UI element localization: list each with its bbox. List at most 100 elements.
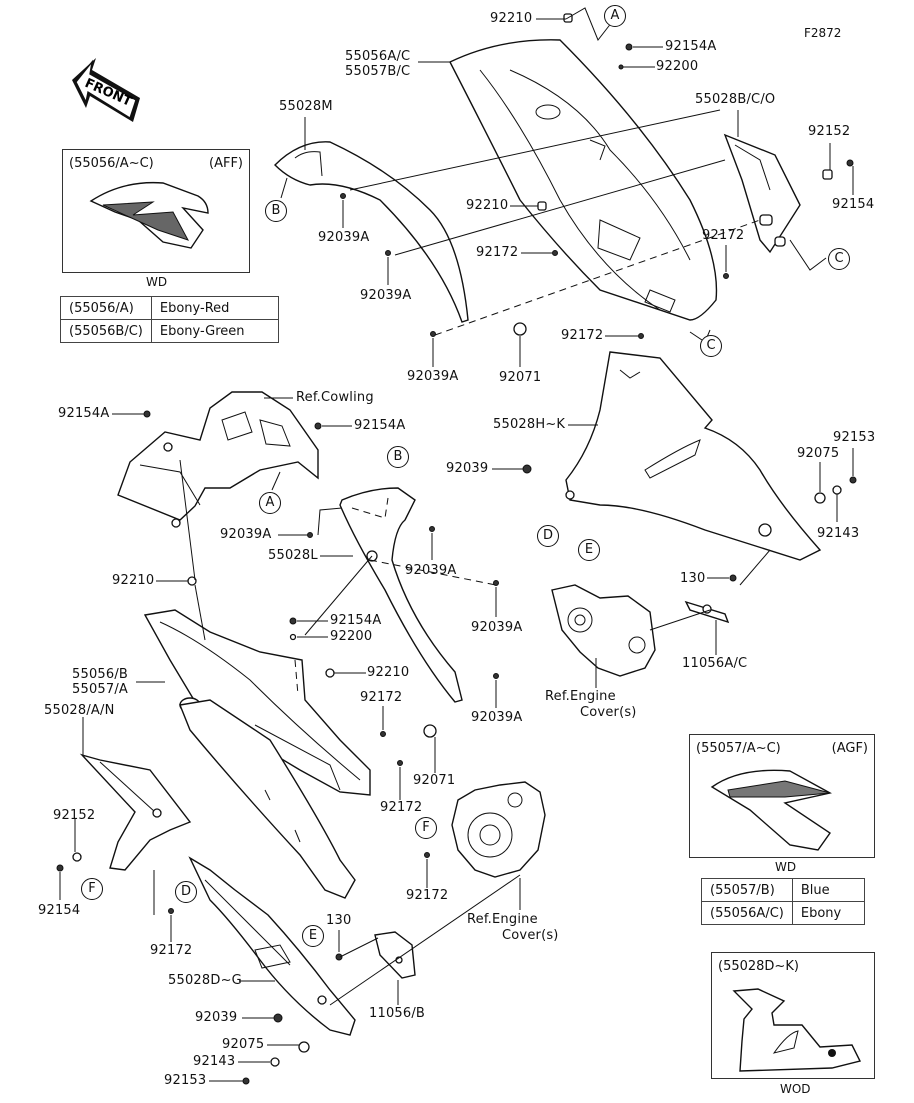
callout-92154: 92154 — [832, 197, 875, 212]
ref-circle-b: B — [265, 200, 287, 222]
callout-92172: 92172 — [702, 228, 745, 243]
part-code: (55056/A) — [60, 296, 152, 320]
callout-92152: 92152 — [53, 808, 96, 823]
table-row: (55056A/C) Ebony — [701, 901, 865, 925]
callout-92075: 92075 — [222, 1037, 265, 1052]
leader-lines — [59, 7, 854, 1082]
callout-ref-engine: Ref.Engine — [467, 912, 538, 927]
callout-92172: 92172 — [561, 328, 604, 343]
bracket-11056AC[interactable] — [684, 600, 730, 624]
table-row: (55057/B) Blue — [701, 878, 865, 902]
ref-circle-c: C — [828, 248, 850, 270]
callout-55056AC: 55056A/C — [345, 49, 411, 64]
cowling-bracket — [117, 391, 319, 528]
upper-cowl-55056AC[interactable] — [449, 39, 718, 321]
inner-panel-55028M[interactable] — [274, 141, 469, 323]
callout-92172: 92172 — [360, 690, 403, 705]
ref-circle-a: A — [604, 5, 626, 27]
ref-circle-c: C — [700, 335, 722, 357]
inset-code: (55028D~K) — [718, 959, 799, 974]
ref-circle-a: A — [259, 492, 281, 514]
inset-variant: (AFF) — [209, 156, 243, 171]
callout-92039A: 92039A — [471, 620, 523, 635]
inset-code: (55056/A~C) — [69, 156, 154, 171]
callout-55028DG: 55028D~G — [168, 973, 242, 988]
ref-circle-e: E — [302, 925, 324, 947]
callout-55056B: 55056/B — [72, 667, 129, 682]
color-name: Blue — [791, 878, 865, 902]
engine-cover-ref-1 — [551, 584, 656, 677]
callout-92071: 92071 — [413, 773, 456, 788]
ref-circle-f: F — [415, 817, 437, 839]
callout-92172: 92172 — [406, 888, 449, 903]
callout-92039A: 92039A — [360, 288, 412, 303]
callout-92039A: 92039A — [220, 527, 272, 542]
inset-55056: (55056/A~C) (AFF) — [62, 149, 250, 273]
callout-92152: 92152 — [808, 124, 851, 139]
color-name: Ebony — [791, 901, 865, 925]
callout-92210: 92210 — [367, 665, 410, 680]
callout-92039A: 92039A — [471, 710, 523, 725]
inset-variant: (AGF) — [831, 741, 868, 756]
inset-caption: WD — [775, 860, 797, 874]
ref-circle-b: B — [387, 446, 409, 468]
callout-92039: 92039 — [446, 461, 489, 476]
callout-130: 130 — [680, 571, 706, 586]
part-code: (55057/B) — [701, 878, 793, 902]
callout-92172: 92172 — [380, 800, 423, 815]
lower-cowl-55028HK[interactable] — [565, 351, 822, 561]
inner-panel-center — [179, 699, 356, 899]
callout-92154A: 92154A — [354, 418, 406, 433]
cowl-illustration — [710, 769, 832, 851]
callout-55028HK: 55028H~K — [493, 417, 566, 432]
callout-92039A: 92039A — [407, 369, 459, 384]
inner-panel-55028AN[interactable] — [79, 753, 192, 871]
callout-92172: 92172 — [476, 245, 519, 260]
color-table-55056: (55056/A) Ebony-Red (55056B/C) Ebony-Gre… — [60, 296, 279, 343]
callout-92210: 92210 — [112, 573, 155, 588]
inset-caption: WOD — [780, 1082, 811, 1096]
callout-92039A: 92039A — [318, 230, 370, 245]
color-name: Ebony-Green — [150, 319, 279, 343]
callout-92210: 92210 — [490, 11, 533, 26]
bracket-11056B[interactable] — [374, 931, 416, 979]
inset-55028DK: (55028D~K) — [711, 952, 875, 1079]
callout-ref-engine: Ref.Engine — [545, 689, 616, 704]
callout-55028AN: 55028/A/N — [44, 703, 115, 718]
part-code: (55056B/C) — [60, 319, 152, 343]
callout-92143: 92143 — [193, 1054, 236, 1069]
callout-92200: 92200 — [656, 59, 699, 74]
callout-55057BC: 55057B/C — [345, 64, 411, 79]
callout-92200: 92200 — [330, 629, 373, 644]
engine-cover-ref-2 — [451, 781, 546, 878]
callout-92143: 92143 — [817, 526, 860, 541]
callout-ref-engine-cover: Cover(s) — [580, 705, 637, 720]
ref-circle-d: D — [537, 525, 559, 547]
callout-92154A: 92154A — [665, 39, 717, 54]
lower-cowl-55028DG[interactable] — [188, 856, 356, 1036]
callout-92039A: 92039A — [405, 563, 457, 578]
callout-92154: 92154 — [38, 903, 81, 918]
inset-caption: WD — [146, 275, 168, 289]
callout-92039: 92039 — [195, 1010, 238, 1025]
color-name: Ebony-Red — [150, 296, 279, 320]
callout-130: 130 — [326, 913, 352, 928]
inner-panel-55028BCO[interactable] — [723, 133, 801, 254]
front-arrow-icon: FRONT — [72, 58, 140, 122]
callout-11056B: 11056/B — [369, 1006, 426, 1021]
ref-circle-f: F — [81, 878, 103, 900]
callout-92071: 92071 — [499, 370, 542, 385]
color-table-55057: (55057/B) Blue (55056A/C) Ebony — [701, 878, 865, 925]
callout-92075: 92075 — [797, 446, 840, 461]
table-row: (55056/A) Ebony-Red — [60, 296, 279, 320]
fasteners — [56, 13, 857, 1085]
callout-11056AC: 11056A/C — [682, 656, 748, 671]
callout-92172: 92172 — [150, 943, 193, 958]
cowl-illustration — [89, 181, 209, 249]
figure-id: F2872 — [804, 26, 842, 40]
callout-92210: 92210 — [466, 198, 509, 213]
callout-55028BCO: 55028B/C/O — [695, 92, 776, 107]
cowl-illustration — [732, 988, 862, 1072]
